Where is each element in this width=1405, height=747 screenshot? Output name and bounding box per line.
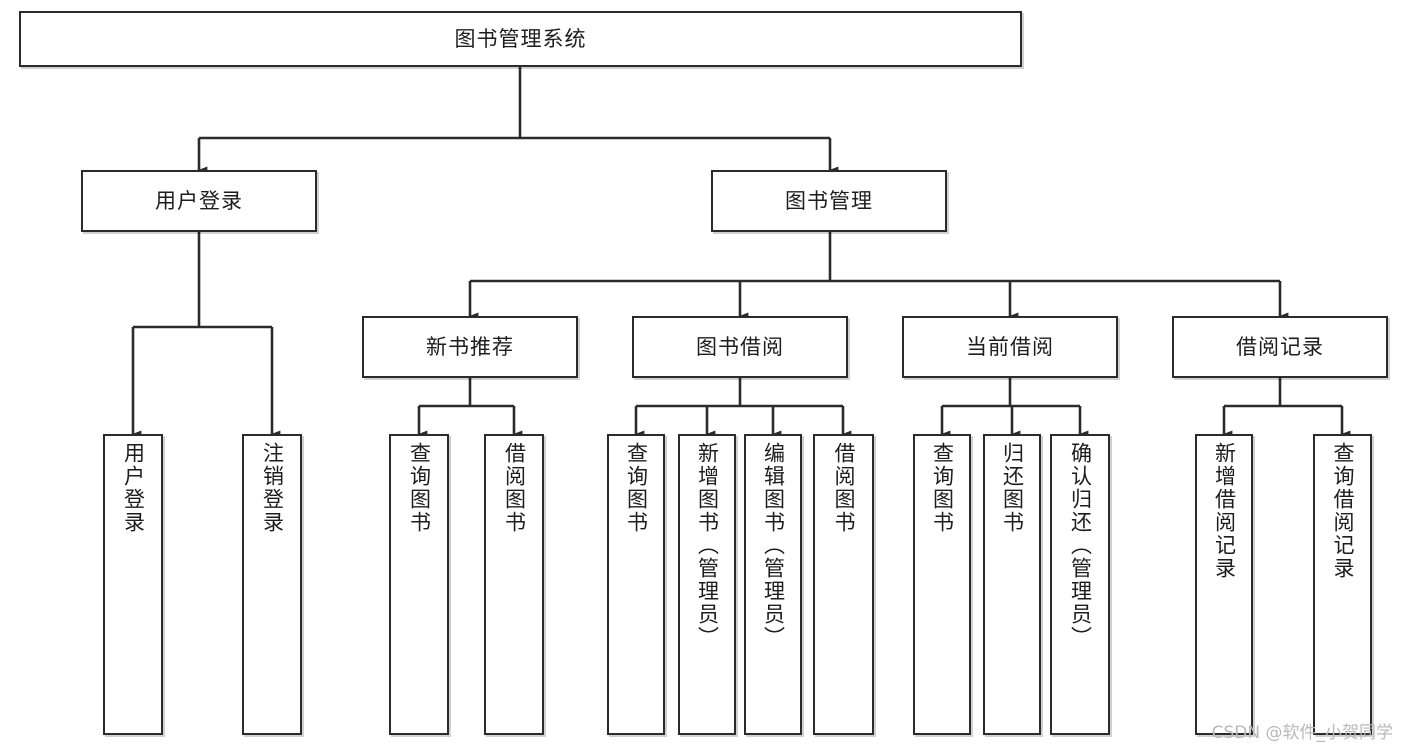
- watermark-label: CSDN @软件_小贺同学: [1211, 723, 1393, 743]
- node-label: 借阅记录: [1236, 334, 1324, 359]
- node-leaf-logout-login[interactable]: 注销登录: [242, 434, 302, 735]
- node-leaf-query-borrow-record[interactable]: 查询借阅记录: [1313, 434, 1372, 735]
- node-label: 当前借阅: [966, 334, 1054, 359]
- node-book-manage[interactable]: 图书管理: [711, 170, 947, 232]
- node-new-book-recommend[interactable]: 新书推荐: [362, 316, 578, 378]
- node-leaf-borrow-book-2[interactable]: 借阅图书: [813, 434, 874, 735]
- node-label: 用户登录: [155, 188, 243, 213]
- node-label: 注销登录: [260, 442, 285, 534]
- node-label: 查询图书: [930, 442, 955, 534]
- node-leaf-borrow-book-1[interactable]: 借阅图书: [484, 434, 544, 735]
- node-book-borrow[interactable]: 图书借阅: [632, 316, 848, 378]
- node-leaf-user-login[interactable]: 用户登录: [103, 434, 163, 735]
- node-label: 查询借阅记录: [1331, 442, 1356, 580]
- node-user-login[interactable]: 用户登录: [81, 170, 317, 232]
- node-label: 借阅图书: [502, 442, 527, 534]
- node-leaf-add-borrow-record[interactable]: 新增借阅记录: [1195, 434, 1253, 735]
- node-leaf-return-book[interactable]: 归还图书: [983, 434, 1041, 735]
- node-label: 图书管理: [785, 188, 873, 213]
- node-label: 新书推荐: [426, 334, 514, 359]
- node-label: 借阅图书: [832, 442, 857, 534]
- node-label: 新增借阅记录: [1212, 442, 1237, 580]
- node-leaf-confirm-return-admin[interactable]: 确认归还（管理员）: [1050, 434, 1110, 735]
- node-leaf-query-book-1[interactable]: 查询图书: [389, 434, 449, 735]
- node-label: 归还图书: [1000, 442, 1025, 534]
- node-current-borrow[interactable]: 当前借阅: [902, 316, 1118, 378]
- node-borrow-record[interactable]: 借阅记录: [1172, 316, 1388, 378]
- node-label: 图书借阅: [696, 334, 784, 359]
- node-label: 查询图书: [407, 442, 432, 534]
- node-leaf-query-book-2[interactable]: 查询图书: [607, 434, 665, 735]
- node-label: 用户登录: [121, 442, 146, 534]
- node-label: 确认归还（管理员）: [1068, 442, 1093, 649]
- node-leaf-query-book-3[interactable]: 查询图书: [913, 434, 971, 735]
- node-leaf-edit-book-admin[interactable]: 编辑图书（管理员）: [744, 434, 802, 735]
- node-root[interactable]: 图书管理系统: [19, 11, 1022, 67]
- node-label: 查询图书: [624, 442, 649, 534]
- node-label: 编辑图书（管理员）: [761, 442, 786, 649]
- node-label: 新增图书（管理员）: [695, 442, 720, 649]
- node-leaf-add-book-admin[interactable]: 新增图书（管理员）: [678, 434, 736, 735]
- node-label: 图书管理系统: [454, 26, 587, 51]
